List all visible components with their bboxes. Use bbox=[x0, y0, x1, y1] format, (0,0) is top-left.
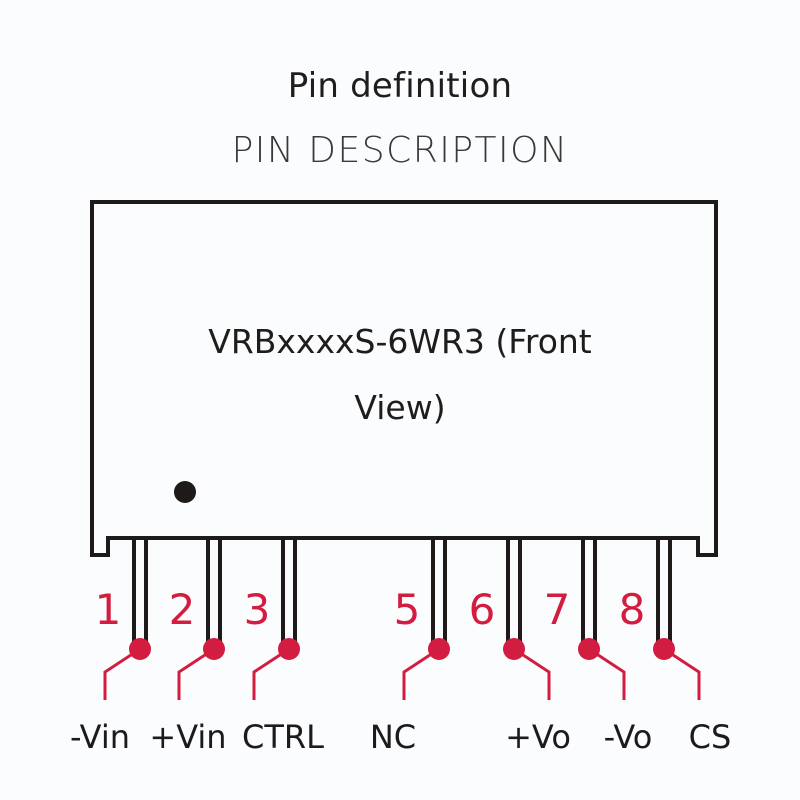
pin1-marker-icon bbox=[174, 481, 196, 503]
pin-lead-fill bbox=[283, 540, 295, 648]
pin-leader-line bbox=[402, 647, 440, 700]
pin-dot-icon bbox=[653, 638, 675, 660]
pin-label: +Vo bbox=[505, 718, 571, 756]
pin-lead-fill bbox=[134, 540, 146, 648]
pin-leader-line bbox=[252, 647, 290, 700]
pin-dot-icon bbox=[203, 638, 225, 660]
pin-lead-fill bbox=[433, 540, 445, 648]
pin-lead-fill bbox=[658, 540, 670, 648]
pin-dot-icon bbox=[503, 638, 525, 660]
pin-number: 5 bbox=[394, 585, 421, 634]
pin-label: -Vin bbox=[70, 718, 130, 756]
pin-number: 2 bbox=[169, 585, 196, 634]
module-model-line2: View) bbox=[354, 388, 446, 427]
pin-label: CTRL bbox=[242, 718, 324, 756]
pin-dot-icon bbox=[428, 638, 450, 660]
pin-leader-line bbox=[103, 647, 141, 700]
pin-label: +Vin bbox=[149, 718, 226, 756]
pin-dot-icon bbox=[578, 638, 600, 660]
pin-lead-fill bbox=[508, 540, 520, 648]
pin-dot-icon bbox=[129, 638, 151, 660]
pin-number: 6 bbox=[469, 585, 496, 634]
pin-leader-line bbox=[588, 647, 626, 700]
page-subtitle: PIN DESCRIPTION bbox=[231, 130, 569, 171]
page-title: Pin definition bbox=[287, 66, 513, 106]
pin-lead-fill bbox=[583, 540, 595, 648]
pin-7: 7 -Vo bbox=[544, 538, 653, 756]
pin-number: 7 bbox=[544, 585, 571, 634]
pin-number: 3 bbox=[244, 585, 271, 634]
pin-leader-line bbox=[513, 647, 551, 700]
pin-1: 1 -Vin bbox=[70, 538, 151, 756]
module-model-line1: VRBxxxxS-6WR3 (Front bbox=[208, 322, 592, 361]
pin-label: NC bbox=[370, 718, 416, 756]
pin-5: 5NC bbox=[370, 538, 450, 756]
pin-2: 2 +Vin bbox=[149, 538, 227, 756]
pin-label: CS bbox=[689, 718, 732, 756]
pin-number: 1 bbox=[95, 585, 122, 634]
pin-leader-line bbox=[663, 647, 701, 700]
pin-leader-line bbox=[177, 647, 215, 700]
pin-dot-icon bbox=[278, 638, 300, 660]
pin-8: 8CS bbox=[619, 538, 732, 756]
module-body bbox=[90, 200, 718, 557]
pin-6: 6 +Vo bbox=[469, 538, 571, 756]
pin-number: 8 bbox=[619, 585, 646, 634]
pin-lead-fill bbox=[208, 540, 220, 648]
pin-label: -Vo bbox=[604, 718, 653, 756]
